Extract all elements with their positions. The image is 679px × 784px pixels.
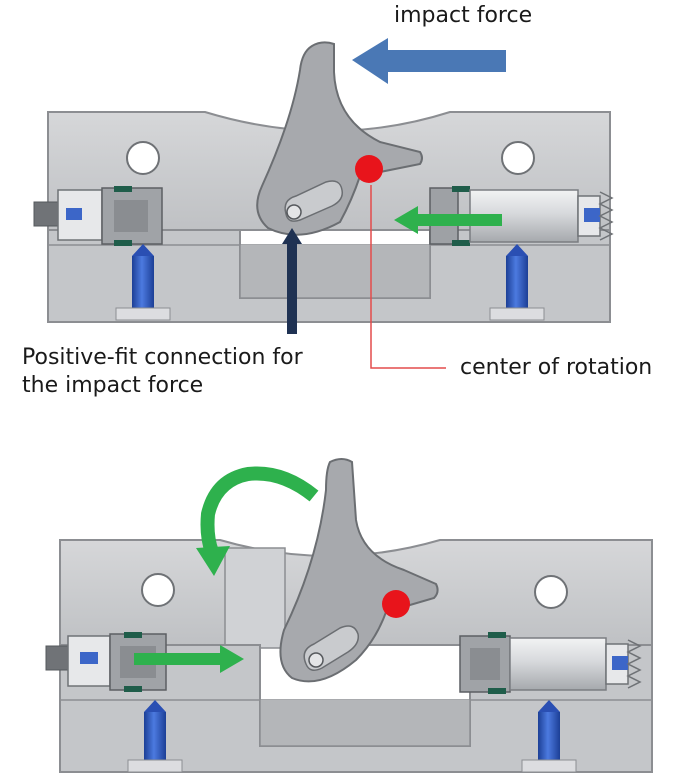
impact-force-arrow [352,38,506,84]
upper-right-hole [501,141,535,175]
positive-fit-label-line2: the impact force [22,373,204,398]
center-of-rotation-label: center of rotation [460,355,653,380]
impact-force-label: impact force [394,3,533,28]
upper-left-hole [126,141,160,175]
center-of-rotation-pointer [370,185,446,369]
lower-left-hole [141,573,175,607]
lower-green-arrow [134,645,244,673]
lower-right-bolt [521,700,577,773]
positive-fit-label: Positive-fit connection for the impact f… [22,344,303,400]
lower-pawl [279,458,439,683]
lower-pivot-point [382,590,410,618]
upper-pivot-point [355,155,383,183]
lower-left-bolt [127,700,183,773]
upper-right-bolt [489,244,545,321]
lower-right-hole [534,575,568,609]
upper-green-arrow [394,206,502,234]
lower-panel [45,458,653,773]
upper-pawl [256,41,423,236]
upper-panel [33,38,614,369]
positive-fit-label-line1: Positive-fit connection for [22,345,303,370]
upper-left-bolt [115,244,171,321]
positive-fit-arrow [282,228,302,334]
rotation-arrow [200,466,319,555]
